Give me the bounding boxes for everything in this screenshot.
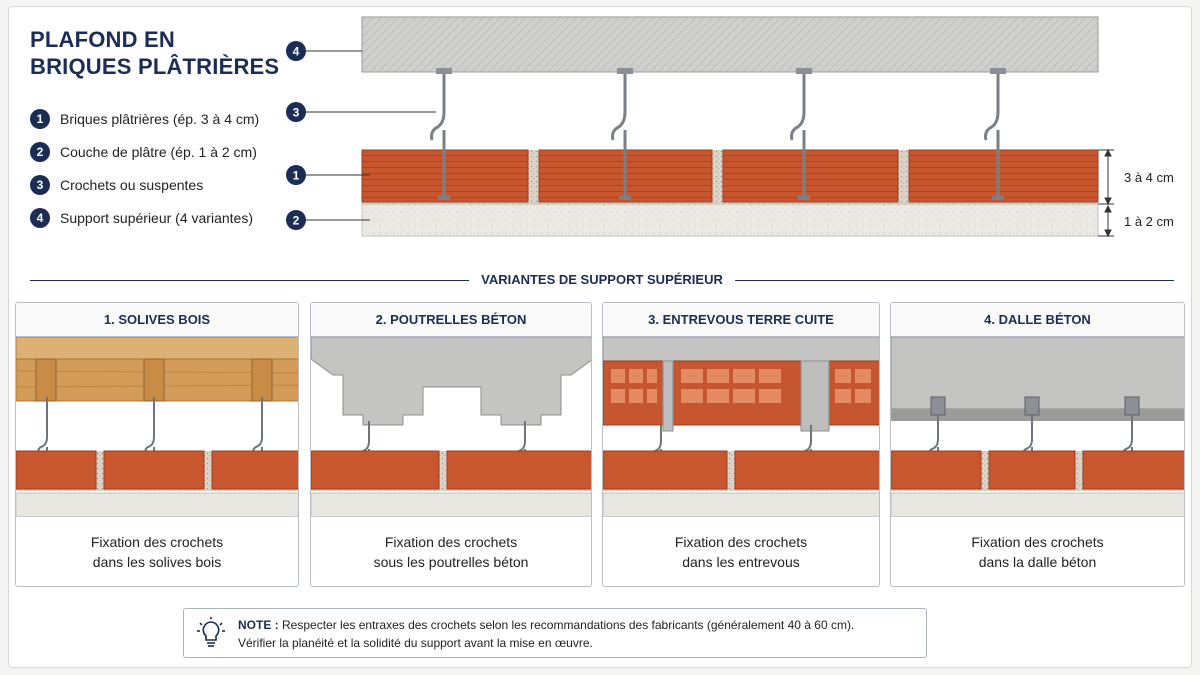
- dimension-brick-label: 3 à 4 cm: [1124, 170, 1174, 185]
- svg-text:4: 4: [293, 45, 300, 59]
- legend-label: Support supérieur (4 variantes): [60, 209, 253, 226]
- caption-line-1: Fixation des crochets: [90, 533, 224, 550]
- caption-line-2: dans les entrevous: [682, 553, 800, 570]
- caption-line-1: Fixation des crochets: [674, 533, 808, 550]
- concrete-beams-illustration: [311, 337, 591, 517]
- legend-item-hooks: 3 Crochets ou suspentes: [30, 168, 330, 201]
- callout-4: 4: [286, 41, 306, 61]
- number-badge: 3: [30, 174, 50, 195]
- panel-caption: Fixation des crochets dans la dalle béto…: [891, 516, 1184, 586]
- number-badge: 4: [30, 207, 50, 228]
- svg-text:1: 1: [293, 169, 300, 183]
- callout-3: 3: [286, 102, 306, 122]
- legend-label: Crochets ou suspentes: [60, 176, 204, 193]
- svg-text:2: 2: [293, 214, 300, 228]
- note-box: NOTE : Respecter les entraxes des croche…: [183, 608, 927, 658]
- brick: [722, 149, 899, 203]
- panel-title: 2. POUTRELLES BÉTON: [311, 303, 591, 337]
- panel-caption: Fixation des crochets dans les solives b…: [16, 516, 298, 586]
- variant-panel-clay-blocks: 3. ENTREVOUS TERRE CUITE Fixation des cr…: [602, 302, 880, 587]
- support-slab: [361, 16, 1099, 73]
- legend-label: Couche de plâtre (ép. 1 à 2 cm): [60, 143, 257, 160]
- variants-title: VARIANTES DE SUPPORT SUPÉRIEUR: [469, 272, 735, 287]
- callout-1: 1: [286, 165, 306, 185]
- number-badge: 2: [30, 141, 50, 162]
- variants-heading: VARIANTES DE SUPPORT SUPÉRIEUR: [30, 270, 1174, 292]
- lightbulb-icon: [197, 617, 225, 647]
- dimension-plaster-label: 1 à 2 cm: [1124, 214, 1174, 229]
- panel-title: 3. ENTREVOUS TERRE CUITE: [603, 303, 879, 337]
- note-line-2: Vérifier la planéité et la solidité du s…: [238, 636, 593, 650]
- legend-label: Briques plâtrières (ép. 3 à 4 cm): [60, 110, 260, 127]
- note-line-1: Respecter les entraxes des crochets selo…: [282, 618, 855, 632]
- legend-item-plaster: 2 Couche de plâtre (ép. 1 à 2 cm): [30, 135, 330, 168]
- legend-item-support: 4 Support supérieur (4 variantes): [30, 201, 330, 234]
- hook: [790, 68, 812, 200]
- page-title: PLAFOND EN BRIQUES PLÂTRIÈRES: [30, 26, 330, 80]
- clay-blocks-illustration: [603, 337, 879, 517]
- title-line-2: BRIQUES PLÂTRIÈRES: [30, 54, 280, 79]
- svg-text:3: 3: [293, 106, 300, 120]
- hook: [611, 68, 633, 200]
- caption-line-1: Fixation des crochets: [971, 533, 1104, 550]
- wood-joists-illustration: [16, 337, 298, 517]
- panel-caption: Fixation des crochets dans les entrevous: [603, 516, 879, 586]
- panel-title: 4. DALLE BÉTON: [891, 303, 1184, 337]
- variant-panel-concrete-slab: 4. DALLE BÉTON Fixation des crochets dan…: [890, 302, 1185, 587]
- caption-line-1: Fixation des crochets: [384, 533, 518, 550]
- hook: [430, 68, 452, 200]
- title-line-1: PLAFOND EN: [30, 27, 175, 52]
- plaster-layer: [361, 203, 1099, 237]
- note-label: NOTE :: [238, 618, 279, 632]
- caption-line-2: sous les poutrelles béton: [373, 553, 529, 570]
- variant-panel-wood-joists: 1. SOLIVES BOIS Fixation des crochets da…: [15, 302, 299, 587]
- caption-line-2: dans les solives bois: [92, 553, 222, 570]
- caption-line-2: dans la dalle béton: [978, 553, 1097, 570]
- number-badge: 1: [30, 108, 50, 129]
- legend: 1 Briques plâtrières (ép. 3 à 4 cm) 2 Co…: [30, 102, 330, 234]
- panel-caption: Fixation des crochets sous les poutrelle…: [311, 516, 591, 586]
- main-section-diagram: 4 3 1 2 3 à 4 cm 1 à 2 cm: [286, 16, 1174, 238]
- brick: [908, 149, 1099, 203]
- concrete-slab-illustration: [891, 337, 1184, 517]
- variant-panel-concrete-beams: 2. POUTRELLES BÉTON Fixation des crochet…: [310, 302, 592, 587]
- legend-item-bricks: 1 Briques plâtrières (ép. 3 à 4 cm): [30, 102, 330, 135]
- note-text: NOTE : Respecter les entraxes des croche…: [238, 616, 854, 652]
- hook: [984, 68, 1006, 200]
- callout-2: 2: [286, 210, 306, 230]
- panel-title: 1. SOLIVES BOIS: [16, 303, 298, 337]
